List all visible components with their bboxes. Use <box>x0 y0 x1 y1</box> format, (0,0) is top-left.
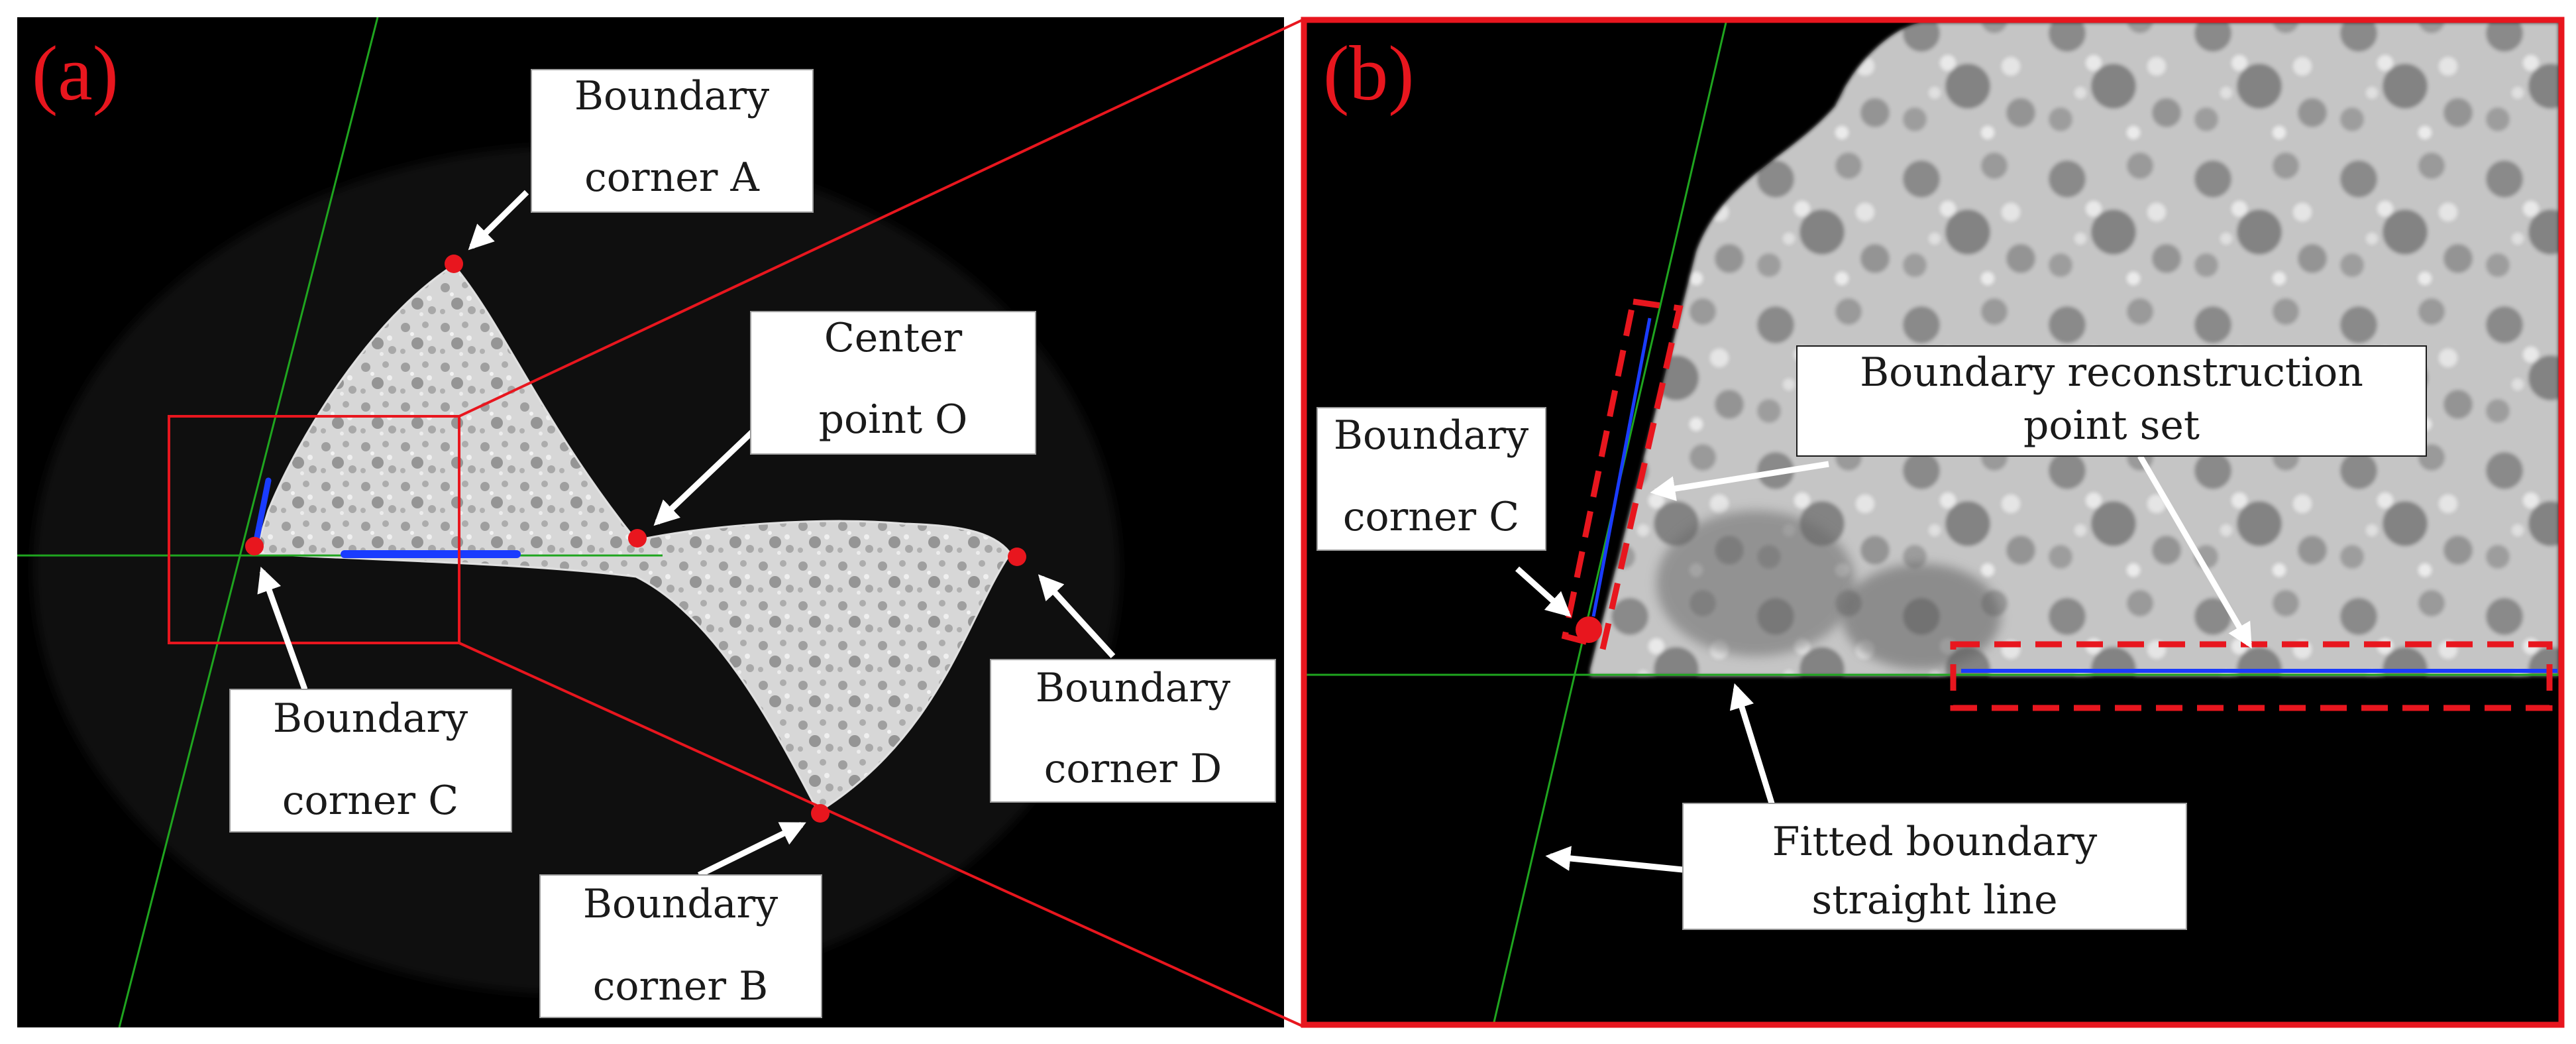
svg-text:point O: point O <box>819 396 968 443</box>
arrow-reconstruction-steep <box>1650 461 1829 501</box>
dashed-box-steep <box>1561 298 1684 650</box>
label-corner-d: Boundary corner D <box>990 659 1276 803</box>
marker-center-o <box>628 529 647 548</box>
panel-b: (b) Boundary corner C Boundary reconstru… <box>1301 17 2565 1028</box>
label-corner-a: Boundary corner A <box>531 69 814 213</box>
zoom-region-box <box>168 415 460 644</box>
svg-text:Boundary: Boundary <box>1036 665 1230 711</box>
arrow-corner-d <box>1038 574 1116 659</box>
zoom-label-corner-c: Boundary corner C <box>1316 407 1546 551</box>
zoom-connector-bottom <box>458 642 1303 1027</box>
label-reconstruction: Boundary reconstruction point set <box>1796 345 2427 457</box>
arrow-center-o <box>653 430 755 526</box>
panel-a-tag: (a) <box>32 30 119 117</box>
label-corner-b: Boundary corner B <box>539 874 822 1018</box>
arrow-reconstruction-horizontal <box>2137 454 2252 649</box>
svg-text:corner B: corner B <box>593 963 768 1010</box>
svg-text:corner D: corner D <box>1044 746 1222 792</box>
zoom-marker-corner-c <box>1576 616 1602 643</box>
zoom-point-set-steep <box>1591 318 1652 617</box>
svg-text:straight line: straight line <box>1811 877 2057 923</box>
marker-corner-d <box>1008 548 1026 566</box>
label-center-o: Center point O <box>750 311 1036 455</box>
arrow-fitted-line-b <box>1545 846 1684 873</box>
fitted-line-steep <box>118 17 379 1027</box>
svg-text:Boundary: Boundary <box>1334 412 1529 459</box>
svg-text:Center: Center <box>824 315 963 361</box>
panel-b-tag: (b) <box>1323 30 1415 117</box>
svg-text:Boundary: Boundary <box>273 695 468 742</box>
svg-text:corner A: corner A <box>584 154 759 201</box>
marker-corner-a <box>445 255 463 273</box>
svg-text:Boundary: Boundary <box>583 881 778 927</box>
arrow-corner-c <box>257 566 308 691</box>
marker-corner-c <box>245 537 264 555</box>
panel-a: (a) Boundary corner A Center point O Bou… <box>17 17 1284 1027</box>
panel-b-frame <box>1301 17 2565 1028</box>
svg-text:point set: point set <box>2023 402 2200 449</box>
svg-text:Boundary: Boundary <box>574 73 769 119</box>
svg-text:Fitted boundary: Fitted boundary <box>1772 819 2098 865</box>
svg-text:corner C: corner C <box>282 778 458 824</box>
zoom-connector-top <box>458 19 1303 418</box>
label-corner-c: Boundary corner C <box>229 689 512 833</box>
arrow-corner-b <box>698 821 806 878</box>
zoom-arrow-corner-c <box>1515 566 1572 618</box>
arrow-fitted-line-a <box>1729 683 1776 807</box>
svg-text:Boundary reconstruction: Boundary reconstruction <box>1860 349 2363 396</box>
svg-text:corner C: corner C <box>1343 494 1519 540</box>
arrow-corner-a <box>468 190 529 251</box>
point-set-steep <box>252 477 272 547</box>
label-fitted-line: Fitted boundary straight line <box>1682 803 2187 930</box>
